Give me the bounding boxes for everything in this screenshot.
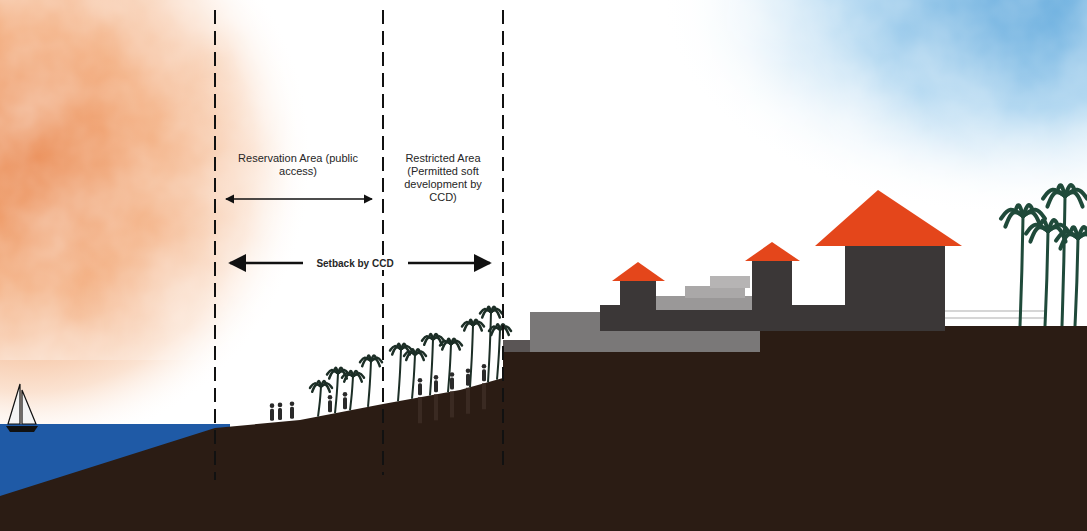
zone-label: Reservation Area (public access) xyxy=(238,152,358,178)
zone-lines xyxy=(215,10,503,480)
ground xyxy=(0,326,1087,531)
zone-label: Restricted Area (Permitted soft developm… xyxy=(397,152,489,204)
sailboat xyxy=(6,384,38,432)
setback-label: Setback by CCD xyxy=(305,257,405,270)
buildings xyxy=(503,190,1045,352)
cloud-texture xyxy=(0,0,1087,360)
dimension-arrows xyxy=(226,199,490,263)
palm-trees xyxy=(310,185,1087,416)
people xyxy=(270,364,487,423)
